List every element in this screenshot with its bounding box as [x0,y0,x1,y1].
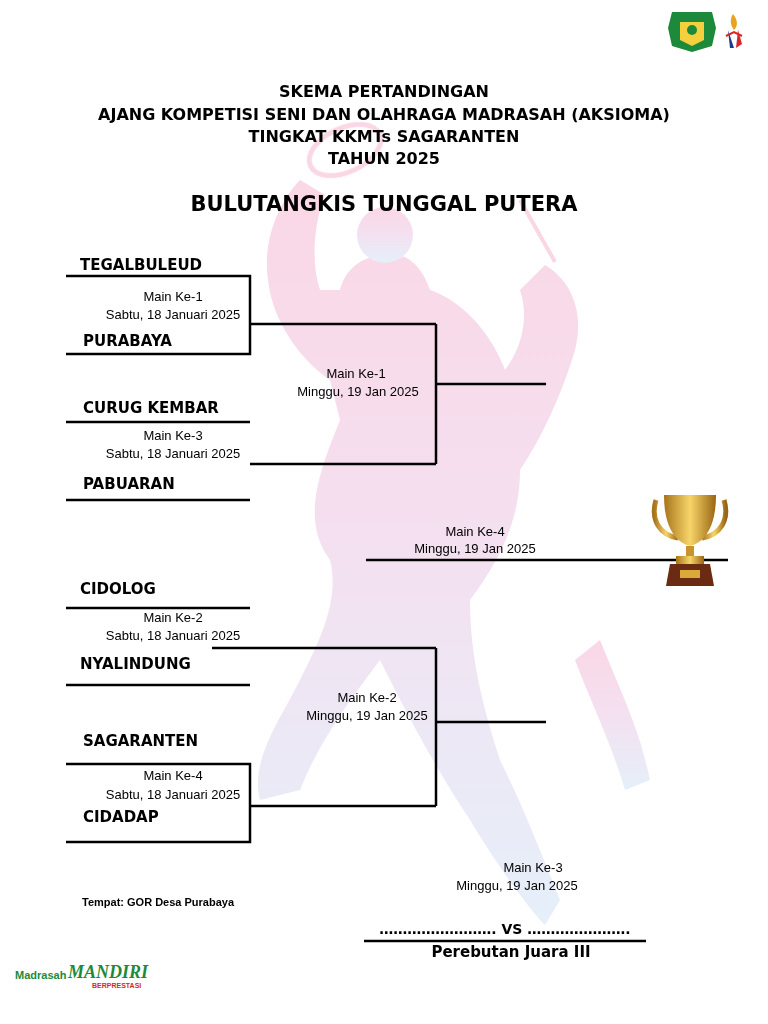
match-number: Main Ke-2 [143,611,202,626]
event-logo [726,14,742,48]
match-date: Minggu, 19 Jan 2025 [297,385,418,400]
logo-text: Madrasah [15,969,66,982]
match-number: Main Ke-3 [143,429,202,444]
match-date: Sabtu, 18 Januari 2025 [106,447,240,462]
team-name: CIDADAP [83,809,159,826]
match-date: Minggu, 19 Jan 2025 [456,879,577,894]
team-name: CURUG KEMBAR [83,400,219,417]
match-number: Main Ke-1 [326,367,385,382]
match-date: Sabtu, 18 Januari 2025 [106,308,240,323]
third-place-note: Perebutan Juara III [431,944,590,961]
heading: AJANG KOMPETISI SENI DAN OLAHRAGA MADRAS… [98,106,670,124]
heading: TAHUN 2025 [328,150,440,168]
match-number: Main Ke-3 [503,861,562,876]
venue-note: Tempat: GOR Desa Purabaya [82,896,234,909]
match-number: Main Ke-2 [337,691,396,706]
match-number: Main Ke-4 [143,769,202,784]
team-name: TEGALBULEUD [80,257,202,274]
category-title: BULUTANGKIS TUNGGAL PUTERA [191,192,578,216]
heading: TINGKAT KKMTs SAGARANTEN [249,128,520,146]
logo-text: MANDIRI [68,962,148,983]
match-date: Minggu, 19 Jan 2025 [306,709,427,724]
team-name: CIDOLOG [80,581,156,598]
trophy [654,495,725,586]
heading: SKEMA PERTANDINGAN [279,83,489,101]
team-name: PABUARAN [83,476,175,493]
team-name: SAGARANTEN [83,733,198,750]
team-name: NYALINDUNG [80,656,191,673]
match-date: Sabtu, 18 Januari 2025 [106,629,240,644]
match-number: Main Ke-4 [445,525,504,540]
match-date: Sabtu, 18 Januari 2025 [106,788,240,803]
ministry-logo [668,12,716,52]
player-silhouette [258,114,650,925]
versus-line: ……………………. VS …………………. [379,921,630,937]
team-name: PURABAYA [83,333,172,350]
match-date: Minggu, 19 Jan 2025 [414,542,535,557]
bracket-lines [66,276,728,941]
match-number: Main Ke-1 [143,290,202,305]
logo-text: BERPRESTASI [92,982,141,990]
